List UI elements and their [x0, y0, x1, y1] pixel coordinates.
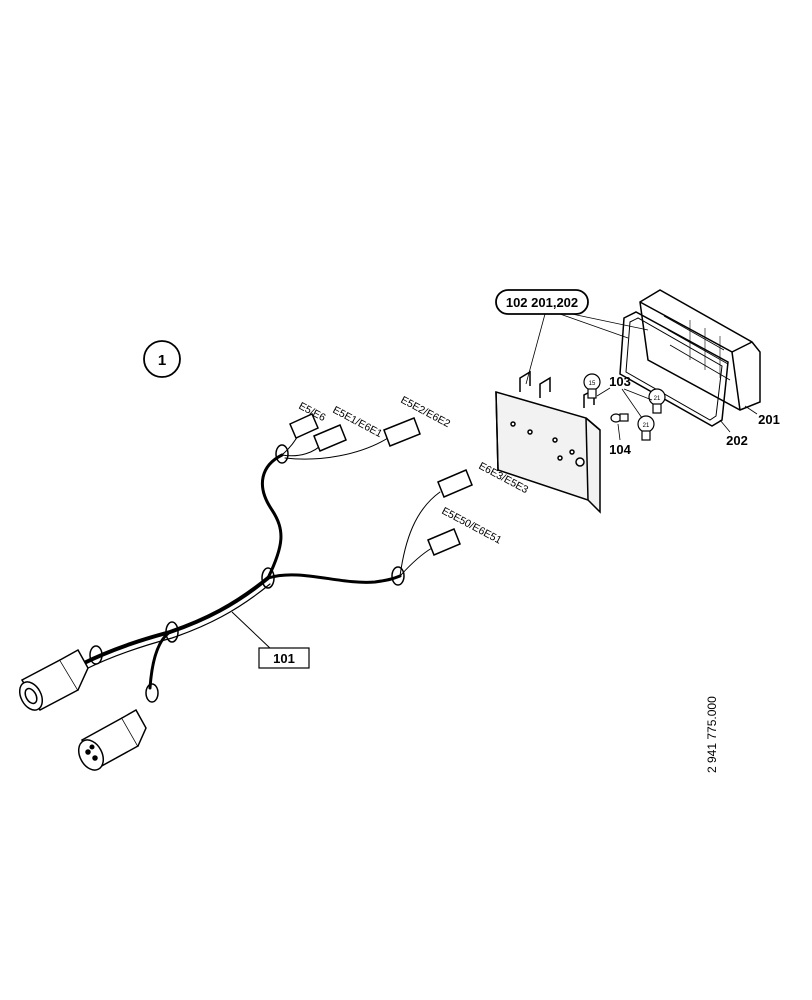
callout-104-text: 104 — [609, 442, 631, 457]
harness-clips — [89, 444, 405, 703]
secondary-plug — [77, 708, 147, 771]
callout-202-text: 202 — [726, 433, 748, 448]
connector-e5e50-e6e51 — [427, 528, 461, 556]
gasket — [619, 311, 729, 427]
connector-e5e1-e6e1 — [313, 424, 347, 452]
view-number-badge: 1 — [143, 340, 181, 378]
callout-202: 202 — [719, 419, 748, 448]
callout-201-text: 201 — [758, 412, 780, 427]
callout-102-text: 102 201,202 — [506, 295, 578, 310]
callout-104: 104 — [609, 423, 632, 457]
svg-text:21: 21 — [654, 396, 661, 402]
main-plug — [18, 648, 89, 711]
wiring-harness — [80, 431, 441, 690]
callout-101-text: 101 — [273, 651, 295, 666]
connector-e5e2-e6e2 — [383, 417, 421, 447]
callout-101: 101 — [231, 611, 310, 669]
callout-102-201-202: 102 201,202 — [495, 289, 649, 385]
mounting-bracket — [495, 370, 601, 514]
svg-text:21: 21 — [643, 423, 650, 429]
view-number: 1 — [158, 352, 166, 369]
bulb-104 — [610, 413, 629, 423]
lamp-housing — [639, 289, 761, 411]
callout-103-text: 103 — [609, 374, 631, 389]
callout-103: 103 — [596, 374, 653, 419]
bulb-103-lower: 21 — [637, 415, 655, 441]
svg-text:15: 15 — [589, 381, 596, 387]
drawing-number: 2 941 775.000 — [705, 696, 719, 773]
connector-e5-e6 — [289, 413, 319, 439]
bulb-103-left: 15 — [583, 373, 601, 399]
bulb-103-right: 21 — [648, 388, 666, 414]
callout-201: 201 — [744, 405, 780, 427]
connector-e6e3-e5e3 — [437, 469, 473, 498]
